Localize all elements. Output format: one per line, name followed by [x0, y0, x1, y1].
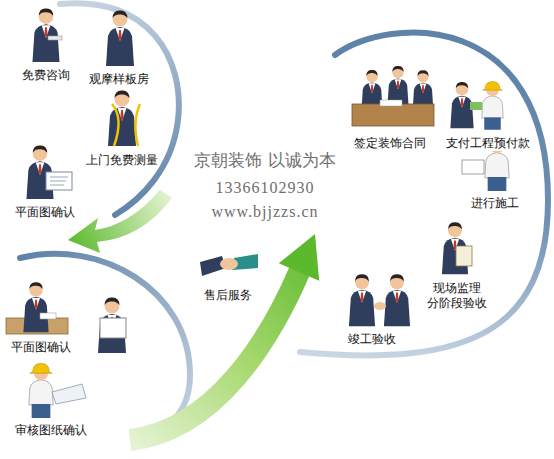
handover-figure [349, 274, 410, 326]
step-caption: 竣工验收 [347, 332, 397, 347]
paper-figure [98, 297, 126, 353]
step-caption: 平面图确认 [10, 340, 72, 355]
step-caption: 签定装饰合同 [353, 136, 427, 151]
handshake-figure [200, 254, 258, 276]
visitor-figure [106, 10, 134, 66]
measure-figure [108, 90, 140, 146]
step-caption: 平面图确认 [14, 205, 76, 220]
step-caption: 售后服务 [203, 288, 253, 303]
step-caption: 支付工程预付款 [445, 136, 531, 151]
step-caption: 免费咨询 [21, 68, 71, 83]
flow-arc [300, 33, 548, 356]
plan-figure [26, 145, 72, 199]
step-caption: 上门免费测量 [85, 153, 159, 168]
company-slogan: 京朝装饰 以诚为本 [193, 150, 336, 171]
step-caption: 观摩样板房 [88, 72, 150, 87]
flow-arc [60, 3, 179, 215]
payment-figure [450, 81, 503, 129]
step-caption: 审核图纸确认 [14, 423, 88, 438]
arrow-head [279, 234, 319, 281]
review-figure [29, 363, 86, 418]
consult-figure [32, 8, 62, 62]
flow-arrow [130, 270, 300, 440]
contract-figure [352, 66, 434, 126]
plan-figure [6, 282, 68, 334]
flow-arrow [68, 190, 172, 253]
supervisor-figure [442, 222, 472, 274]
step-caption: 现场监理 分阶段验收 [426, 281, 488, 311]
website-url: www.bjjzzs.cn [210, 202, 319, 221]
step-caption: 进行施工 [470, 196, 520, 211]
phone-number: 13366102930 [215, 178, 316, 197]
